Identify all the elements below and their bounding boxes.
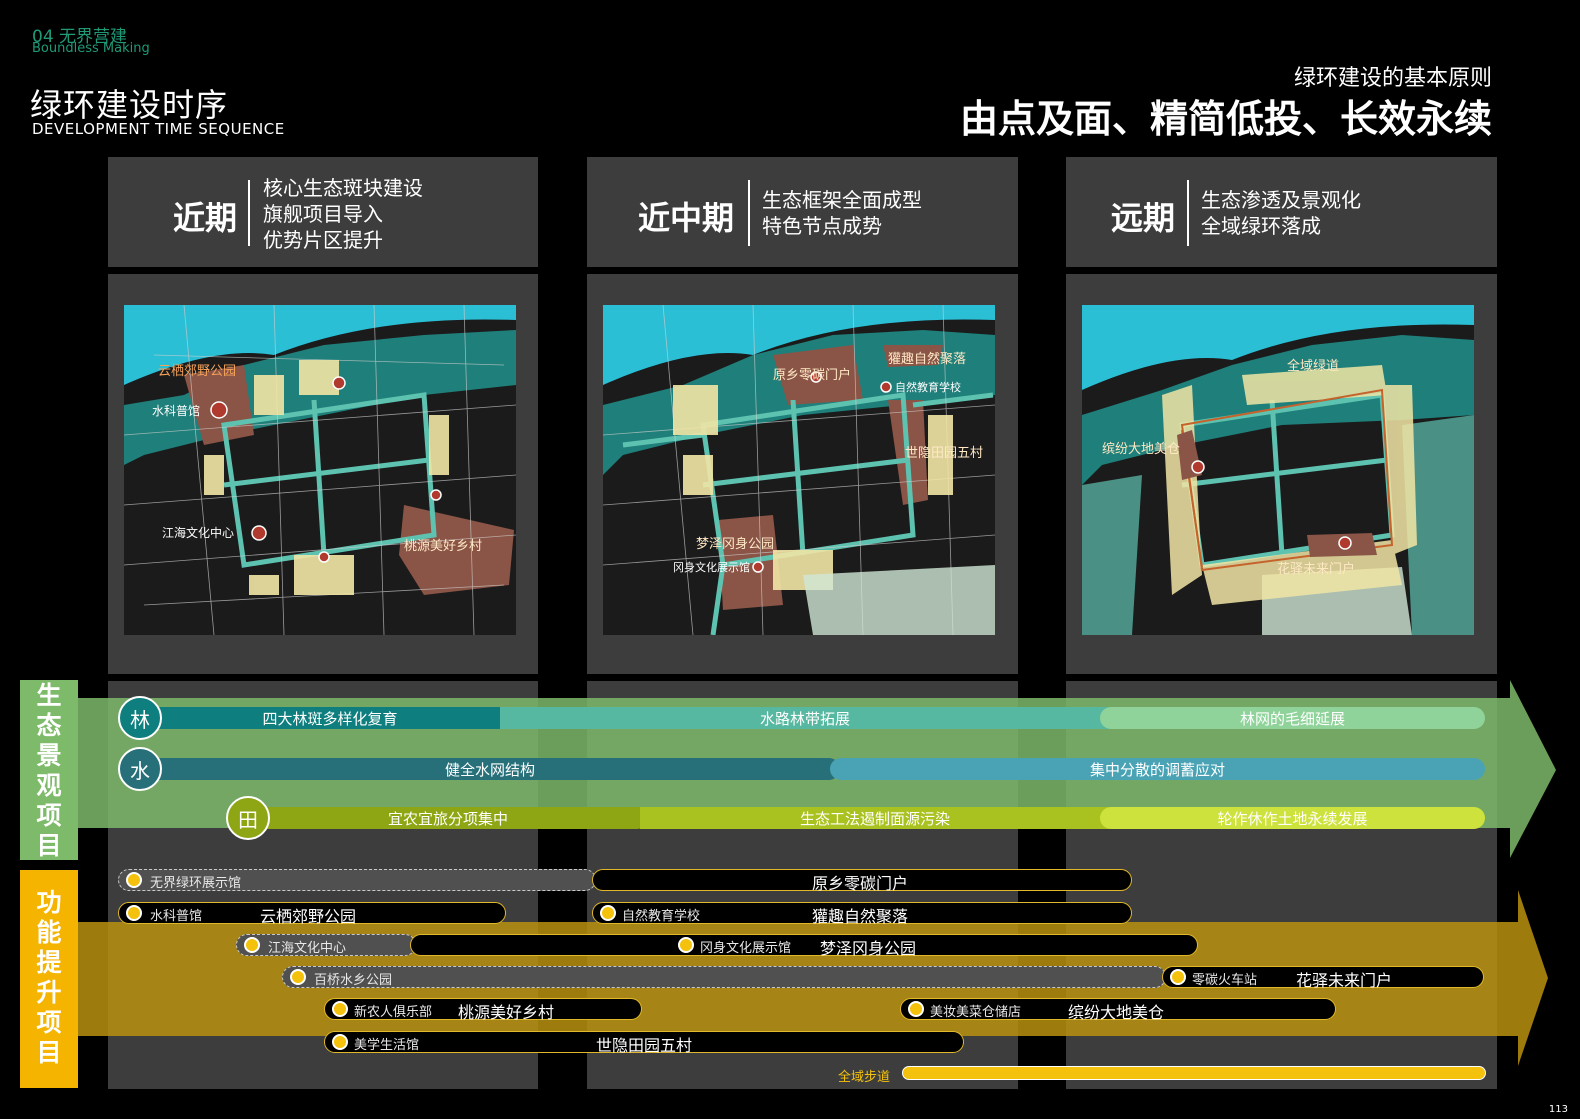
eco-water-icon: 水 <box>118 747 162 791</box>
func-bar-solid <box>324 1031 964 1053</box>
map-label: 江海文化中心 <box>162 525 234 540</box>
map-label: 桃源美好乡村 <box>404 539 482 554</box>
phase-name-far: 远期 <box>1111 199 1176 237</box>
func-dot <box>332 1034 348 1050</box>
phase-name-mid: 近中期 <box>638 199 735 237</box>
page-title-english: DEVELOPMENT TIME SEQUENCE <box>32 120 285 138</box>
principle-caption: 绿环建设的基本原则 <box>1293 66 1492 91</box>
page-number: 113 <box>1548 1104 1568 1115</box>
func-dot <box>1170 969 1186 985</box>
phase-column-3 <box>1066 157 1497 267</box>
func-bar-big-label: 云栖郊野公园 <box>260 907 357 926</box>
func-bar-small-label: 无界绿环展示馆 <box>150 876 242 891</box>
func-bar-greenway <box>902 1066 1486 1080</box>
phase-desc-line: 旗舰项目导入 <box>263 202 383 226</box>
func-bar-small-label: 全域步道 <box>838 1070 891 1085</box>
phase-desc-near: 核心生态斑块建设 旗舰项目导入 优势片区提升 <box>263 175 423 253</box>
func-bar-small-label: 江海文化中心 <box>268 941 347 956</box>
func-bar-big-label: 獾趣自然聚落 <box>812 907 909 926</box>
map-label: 獾趣自然聚落 <box>888 351 966 367</box>
eco-field-track-1: 宜农宜旅分项集中 <box>248 807 648 829</box>
phase-desc-line: 核心生态斑块建设 <box>263 176 423 200</box>
func-bar-small-label: 百桥水乡公园 <box>314 973 393 988</box>
eco-side-label: 生态景观项目 <box>20 680 78 860</box>
eco-forest-icon: 林 <box>118 696 162 740</box>
func-bar-small-label: 美学生活馆 <box>354 1038 420 1053</box>
func-side-label-text: 功能提升项目 <box>36 888 62 1067</box>
phase-desc-line: 生态渗透及景观化 <box>1201 188 1361 212</box>
func-bar-solid <box>118 902 506 924</box>
map-label: 缤纷大地美仓 <box>1102 441 1180 457</box>
phase-desc-line: 生态框架全面成型 <box>762 188 922 212</box>
func-side-label: 功能提升项目 <box>20 870 78 1088</box>
func-bar-solid <box>410 934 1198 956</box>
func-bar-small-label: 新农人俱乐部 <box>354 1005 433 1020</box>
eco-field-track-3: 轮作休作土地永续发展 <box>1100 807 1485 829</box>
func-bar-big-label: 梦泽冈身公园 <box>820 939 917 958</box>
func-bar-big-label: 缤纷大地美仓 <box>1068 1003 1165 1022</box>
func-bar-big-label: 花驿未来门户 <box>1296 971 1393 990</box>
func-bar-solid <box>592 902 1132 924</box>
func-dot <box>332 1001 348 1017</box>
func-bar-solid <box>900 998 1336 1020</box>
func-bar-small-label: 零碳火车站 <box>1192 973 1258 988</box>
phase-divider <box>748 180 750 246</box>
func-bar-big-label: 桃源美好乡村 <box>458 1003 555 1022</box>
eco-forest-track-3: 林网的毛细延展 <box>1100 707 1485 729</box>
phase-desc-line: 特色节点成势 <box>762 214 882 238</box>
phase-name-near: 近期 <box>173 199 238 237</box>
map-label: 水科普馆 <box>152 403 200 418</box>
eco-field-track-2: 生态工法遏制面源污染 <box>640 807 1110 829</box>
eco-water-track-2: 集中分散的调蓄应对 <box>830 758 1485 780</box>
phase-divider <box>1187 180 1189 246</box>
phase-column-2 <box>587 157 1018 267</box>
section-number: 04 无界营建 <box>32 27 128 47</box>
map-long-term: 全域绿道 缤纷大地美仓 花驿未来门户 <box>1082 305 1474 635</box>
phase-desc-far: 生态渗透及景观化 全域绿环落成 <box>1201 187 1361 239</box>
map-label: 梦泽冈身公园 <box>696 536 774 552</box>
eco-forest-track-1: 四大林斑多样化复育 <box>140 707 520 729</box>
map-label: 全域绿道 <box>1287 358 1339 374</box>
func-dot <box>600 905 616 921</box>
map-label: 云栖郊野公园 <box>158 363 236 379</box>
map-label: 原乡零碳门户 <box>773 367 851 383</box>
func-bar-small-label: 冈身文化展示馆 <box>700 941 792 956</box>
phase-desc-mid: 生态框架全面成型 特色节点成势 <box>762 187 922 239</box>
section-english: Boundless Making <box>32 41 150 56</box>
phase-column-1 <box>108 157 538 267</box>
func-dot <box>678 937 694 953</box>
func-bar-small-label: 自然教育学校 <box>622 909 701 924</box>
page-title: 绿环建设时序 <box>30 86 229 124</box>
eco-water-track-1: 健全水网结构 <box>140 758 840 780</box>
principle-headline: 由点及面、精简低投、长效永续 <box>959 97 1492 141</box>
phase-desc-line: 优势片区提升 <box>263 228 383 252</box>
func-dot <box>126 905 142 921</box>
func-bar-small-label: 水科普馆 <box>150 909 203 924</box>
phase-desc-line: 全域绿环落成 <box>1201 214 1321 238</box>
eco-side-label-text: 生态景观项目 <box>36 681 62 860</box>
map-label: 花驿未来门户 <box>1277 561 1355 577</box>
func-bar-solid <box>1162 966 1484 988</box>
func-bar-big-label: 原乡零碳门户 <box>812 874 909 893</box>
func-dot <box>908 1001 924 1017</box>
eco-field-icon: 田 <box>226 796 270 840</box>
func-bar-solid <box>324 998 642 1020</box>
func-bar-solid <box>592 869 1132 891</box>
map-near-term: 云栖郊野公园 水科普馆 江海文化中心 桃源美好乡村 <box>124 305 516 635</box>
func-dot <box>290 969 306 985</box>
func-dot <box>126 872 142 888</box>
func-dot <box>244 937 260 953</box>
func-bar-dashed <box>282 966 1166 988</box>
eco-forest-track-2: 水路林带拓展 <box>500 707 1110 729</box>
map-label: 冈身文化展示馆 <box>673 560 750 574</box>
map-mid-term: 原乡零碳门户 獾趣自然聚落 自然教育学校 世隐田园五村 梦泽冈身公园 冈身文化展… <box>603 305 995 635</box>
phase-divider <box>248 180 250 246</box>
map-label: 自然教育学校 <box>895 380 961 394</box>
func-bar-big-label: 世隐田园五村 <box>596 1036 693 1055</box>
map-label: 世隐田园五村 <box>905 446 983 461</box>
func-bar-small-label: 美妆美菜仓储店 <box>930 1005 1022 1020</box>
